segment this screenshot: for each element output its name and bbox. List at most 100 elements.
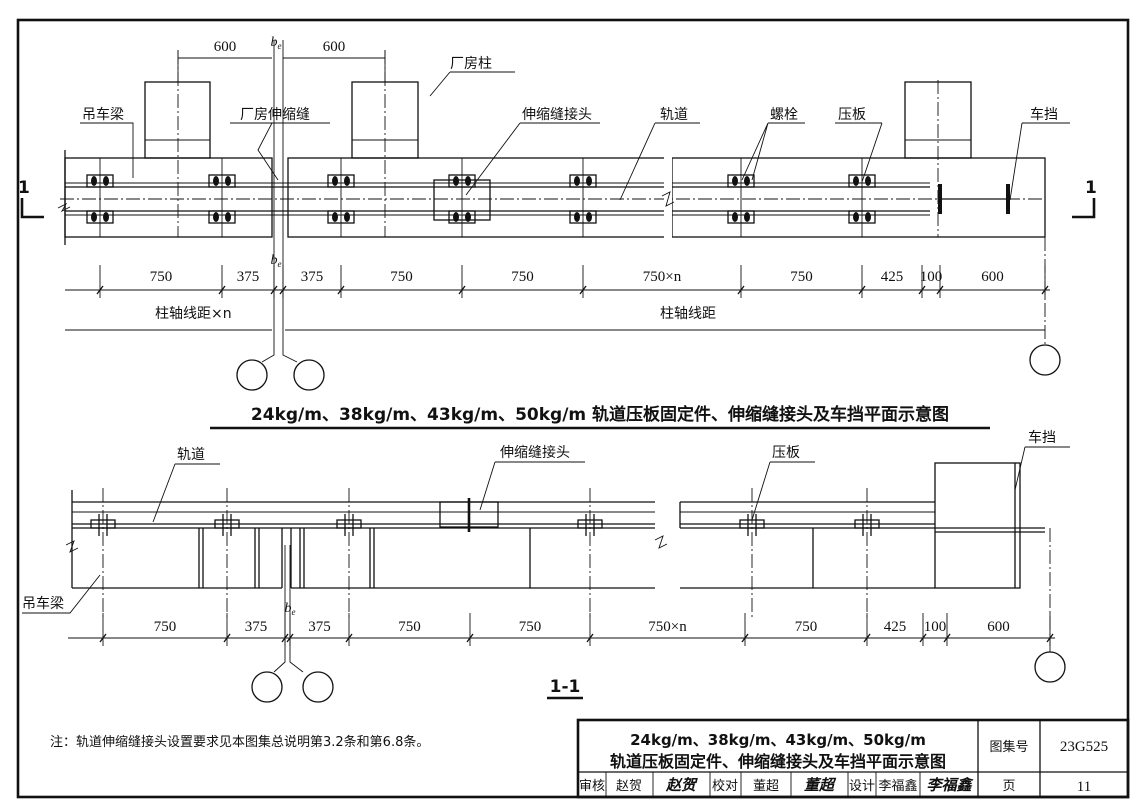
svg-text:1: 1 <box>1085 178 1097 198</box>
dimension-label: 100 <box>924 619 947 635</box>
bolt-plates <box>86 174 876 224</box>
dim-600-left: 600 <box>214 39 237 55</box>
section-bolts <box>90 488 880 620</box>
dimension-label: 425 <box>884 619 907 635</box>
crane-beam <box>64 157 273 238</box>
bolt-icon <box>344 212 350 222</box>
label-bolt: 螺栓 <box>770 107 798 123</box>
dimension-label: 750 <box>790 269 813 285</box>
bolt-icon <box>225 212 231 222</box>
clamp-plate <box>448 174 476 188</box>
clamp-plate <box>327 210 355 224</box>
atlas-number: 23G525 <box>1060 739 1108 755</box>
dimension-label: 750×n <box>648 619 687 635</box>
atlas-label: 图集号 <box>989 739 1028 755</box>
clamp-plate <box>569 174 597 188</box>
designer-signature: 李福鑫 <box>926 776 974 794</box>
be-label-mid: be <box>271 253 282 269</box>
bolt-icon <box>865 212 871 222</box>
clamp-plate <box>848 210 876 224</box>
dimension-label: 750 <box>398 619 421 635</box>
review-label: 审核 <box>579 779 605 794</box>
reviewer-signature: 赵贺 <box>665 776 698 794</box>
bolt-icon <box>225 176 231 186</box>
dimension-label: 750 <box>154 619 177 635</box>
bolt-icon <box>586 212 592 222</box>
page-label: 页 <box>1002 779 1015 794</box>
clamp-plate <box>327 174 355 188</box>
checker-signature: 董超 <box>804 776 837 794</box>
reviewer-name: 赵贺 <box>616 779 642 794</box>
bolt-icon <box>732 212 738 222</box>
bolt-icon <box>213 212 219 222</box>
car-stop <box>934 462 1045 589</box>
label-factory-joint: 厂房伸缩缝 <box>240 107 310 123</box>
section-label-car-stop: 车挡 <box>1028 429 1056 446</box>
section-label-rail: 轨道 <box>177 447 205 463</box>
bolt-icon <box>332 212 338 222</box>
bolt-icon <box>744 176 750 186</box>
section-label-joint-connector: 伸缩缝接头 <box>500 444 570 461</box>
note: 注：轨道伸缩缝接头设置要求见本图集总说明第3.2条和第6.8条。 <box>50 734 429 750</box>
clamp-plate <box>86 210 114 224</box>
section-mark-left: 1 <box>18 178 44 219</box>
dimension-label: 375 <box>301 269 324 285</box>
clamp-bolt <box>90 488 116 620</box>
axis-bubble <box>236 237 1061 391</box>
dimension-label: 750 <box>519 619 542 635</box>
bolt-icon <box>465 176 471 186</box>
dimension-label: 375 <box>245 619 268 635</box>
label-crane-beam: 吊车梁 <box>82 106 124 123</box>
clamp-plate <box>208 174 236 188</box>
title-line1: 24kg/m、38kg/m、43kg/m、50kg/m <box>630 731 926 749</box>
dim-600-right: 600 <box>323 39 346 55</box>
rail <box>60 182 1045 216</box>
bolt-icon <box>574 212 580 222</box>
clamp-bolt <box>214 488 240 620</box>
checker-name: 董超 <box>753 779 779 794</box>
clamp-bolt <box>739 488 765 620</box>
sheet-frame <box>16 18 1130 799</box>
bolt-icon <box>344 176 350 186</box>
dimension-label: 750 <box>795 619 818 635</box>
be-label-top: be <box>271 35 282 51</box>
designer-name: 李福鑫 <box>878 778 917 794</box>
dimension-label: 750×n <box>643 269 682 285</box>
section-label-crane-beam: 吊车梁 <box>22 595 64 612</box>
dimension-label: 750 <box>150 269 173 285</box>
bolt-icon <box>103 176 109 186</box>
bolt-icon <box>103 212 109 222</box>
bolt-icon <box>91 212 97 222</box>
be-label-section: be <box>285 601 296 617</box>
plan-view: 600 600 be <box>18 35 1097 430</box>
dimension-label: 600 <box>981 269 1004 285</box>
svg-text:1: 1 <box>18 178 30 198</box>
joint-connector <box>433 179 491 221</box>
title-block: 24kg/m、38kg/m、43kg/m、50kg/m 轨道压板固定件、伸缩缝接… <box>576 718 1130 799</box>
clamp-plate <box>86 174 114 188</box>
section-mark-right: 1 <box>1072 178 1097 219</box>
plan-title: 24kg/m、38kg/m、43kg/m、50kg/m 轨道压板固定件、伸缩缝接… <box>251 404 949 425</box>
clamp-plate <box>848 174 876 188</box>
design-label: 设计 <box>849 779 875 794</box>
clamp-plate <box>208 210 236 224</box>
bolt-icon <box>586 176 592 186</box>
axis-distance: 柱轴线距 <box>660 306 716 322</box>
dimension-label: 375 <box>237 269 260 285</box>
clamp-bolt <box>336 488 362 620</box>
dimension-label: 750 <box>511 269 534 285</box>
clamp-plate <box>727 174 755 188</box>
label-joint-connector: 伸缩缝接头 <box>522 106 592 123</box>
clamp-bolt <box>577 488 603 620</box>
title-line2: 轨道压板固定件、伸缩缝接头及车挡平面示意图 <box>610 752 946 771</box>
bolt-icon <box>574 176 580 186</box>
section-label-clamp-plate: 压板 <box>772 445 800 461</box>
car-stop <box>938 184 1010 214</box>
dimension-label: 750 <box>390 269 413 285</box>
bolt-icon <box>853 212 859 222</box>
check-label: 校对 <box>712 778 738 794</box>
